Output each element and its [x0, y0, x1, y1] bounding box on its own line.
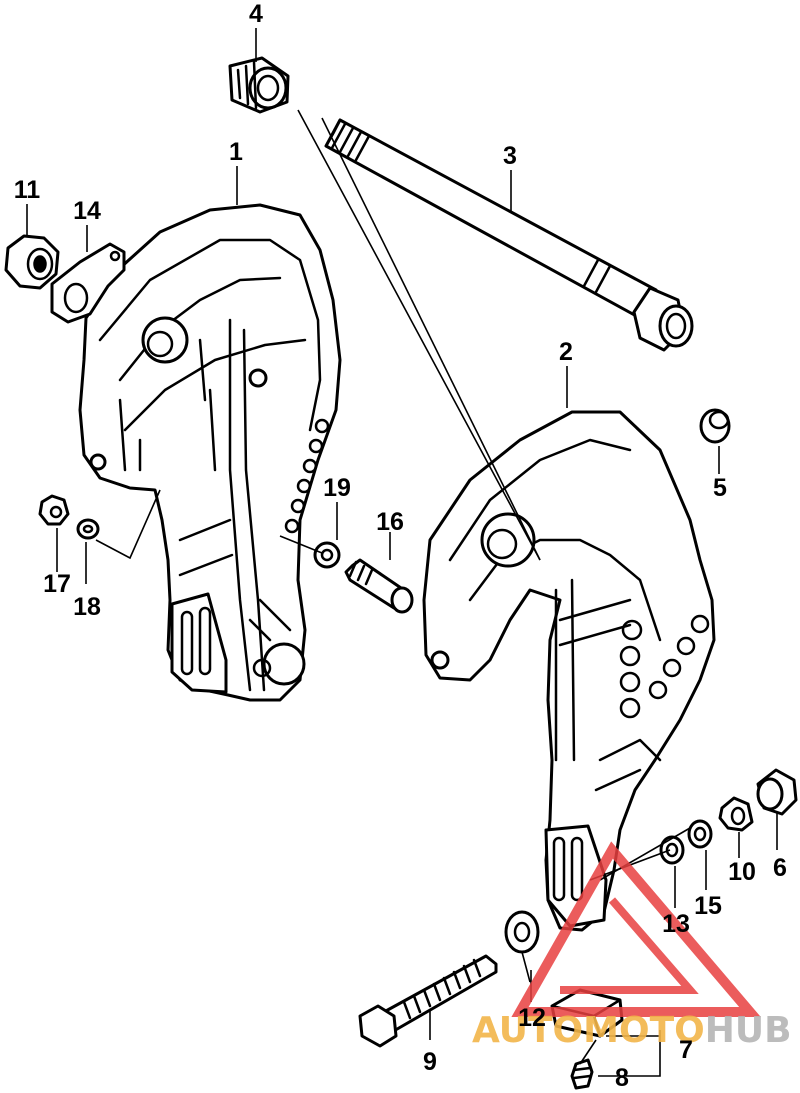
part-5-bushing	[699, 408, 731, 444]
part-14-plate	[50, 242, 126, 324]
callout-2: 2	[559, 338, 573, 366]
part-13-washer	[659, 835, 685, 865]
part-1-bracket	[78, 203, 342, 702]
callout-14: 14	[73, 197, 101, 225]
callout-17: 17	[43, 570, 71, 598]
part-16-pin	[344, 558, 414, 614]
callout-leaders	[26, 28, 778, 1077]
callout-18: 18	[73, 593, 101, 621]
callout-16: 16	[376, 508, 404, 536]
assembly-lines	[95, 109, 691, 1065]
part-2-bracket	[422, 410, 716, 932]
callout-6: 6	[773, 854, 787, 882]
callout-labels: 4 1 3 2 5 11 14 17 18 19 16 6 10 15 13 1…	[14, 0, 787, 1092]
watermark-logo	[511, 841, 761, 1017]
part-17-nut	[38, 494, 70, 526]
part-4-bushing	[228, 56, 290, 114]
callout-11: 11	[14, 176, 41, 204]
watermark-brand: AUTOMOTOHUB	[472, 1010, 792, 1051]
part-8-screw	[570, 1058, 594, 1090]
part-18-washer	[76, 518, 100, 540]
watermark-triangle-inner	[560, 897, 699, 994]
part-9-bolt	[358, 954, 498, 1048]
part-11-nut	[4, 234, 60, 290]
watermark-middle: MOTO	[583, 1010, 705, 1051]
callout-15: 15	[694, 892, 722, 920]
part-12-washer	[504, 910, 540, 954]
watermark-prefix: AUTO	[472, 1010, 583, 1051]
callout-13: 13	[662, 910, 690, 938]
part-6-cap	[756, 768, 798, 816]
callout-4: 4	[249, 0, 263, 28]
callout-19: 19	[323, 474, 351, 502]
part-15-washer	[687, 819, 713, 849]
part-19-washer	[313, 541, 341, 569]
callout-12: 12	[518, 1004, 546, 1032]
callout-3: 3	[503, 142, 517, 170]
callout-7: 7	[679, 1036, 693, 1064]
callout-9: 9	[423, 1048, 437, 1076]
watermark-suffix: HUB	[705, 1010, 792, 1051]
part-10-nut	[718, 796, 754, 832]
callout-10: 10	[728, 858, 756, 886]
callout-1: 1	[229, 138, 243, 166]
callout-8: 8	[615, 1064, 629, 1092]
callout-5: 5	[713, 474, 727, 502]
watermark-triangle	[511, 841, 761, 1017]
